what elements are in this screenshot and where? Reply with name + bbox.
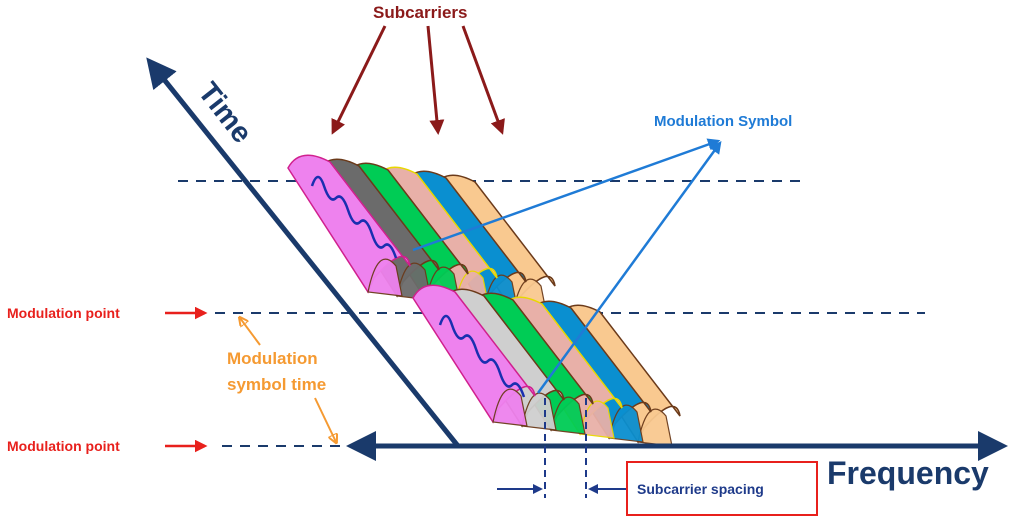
modulation-symbol-time-arrow-up — [240, 318, 261, 346]
modulation-point-label-1: Modulation point — [7, 305, 120, 321]
subcarriers-label: Subcarriers — [373, 3, 468, 22]
frequency-axis-label: Frequency — [827, 455, 989, 491]
modulation-symbol-label: Modulation Symbol — [654, 113, 792, 130]
subcarrier-spacing-label: Subcarrier spacing — [637, 481, 764, 497]
time-axis-label: Time — [191, 77, 258, 150]
sine-wave-top — [310, 175, 398, 259]
subcarrier-spacing-box — [626, 461, 818, 516]
subcarriers-arrow-1 — [331, 25, 387, 135]
modulation-symbol-arrow-2 — [536, 140, 722, 394]
subcarriers-arrow-2 — [426, 25, 445, 135]
modulation-symbol-arrow-1 — [412, 138, 721, 252]
subcarriers-arrow-3 — [461, 25, 505, 135]
modulation-point-label-2: Modulation point — [7, 438, 120, 454]
sine-wave-bottom — [438, 314, 526, 398]
subcarrier-bands-bottom-row — [412, 284, 681, 447]
time-axis — [146, 57, 460, 448]
top-band-cap-1 — [367, 258, 403, 297]
modulation-symbol-time-arrow-down — [314, 397, 336, 442]
bottom-band-cap-1 — [492, 388, 528, 427]
modulation-symbol-time-label-1: Modulation — [227, 349, 318, 368]
modulation-symbol-time-label-2: symbol time — [227, 375, 326, 394]
